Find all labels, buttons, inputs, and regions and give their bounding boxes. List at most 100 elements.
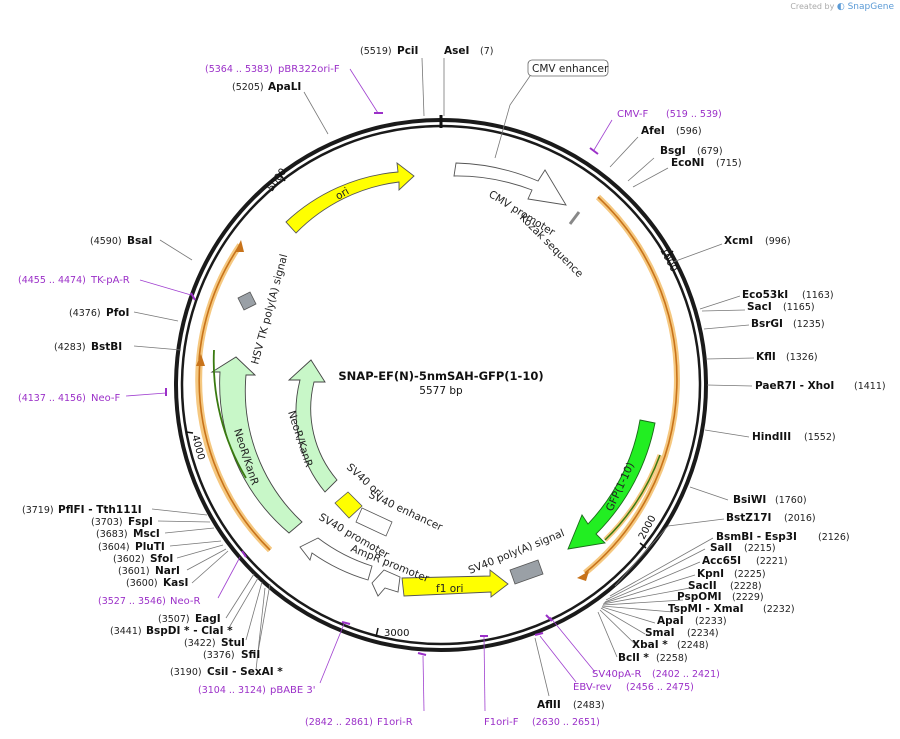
primer-pos-tk-pa-r: (4455 .. 4474) bbox=[18, 275, 86, 286]
f1-ori-feature[interactable]: f1 ori bbox=[401, 569, 509, 598]
hsv-tk-feature[interactable]: HSV TK poly(A) signal bbox=[237, 253, 290, 366]
enzyme-bstz17i: BstZ17I bbox=[726, 512, 771, 524]
primer-pos-neo-r: (3527 .. 3546) bbox=[98, 596, 166, 607]
enzyme-pos-xhoi: (1411) bbox=[854, 381, 886, 392]
enzyme-xcmi: XcmI bbox=[724, 235, 753, 247]
enzyme-kpni: KpnI bbox=[697, 568, 724, 580]
primer-tk-pa-r: TK-pA-R bbox=[90, 275, 130, 286]
primer-pos-neo-f: (4137 .. 4156) bbox=[18, 393, 86, 404]
enzyme-pos-pspomi: (2229) bbox=[732, 592, 764, 603]
sv40-enhancer-box[interactable] bbox=[355, 507, 393, 537]
plasmid-name: SNAP-EF(N)-5nmSAH-GFP(1-10) bbox=[338, 369, 543, 383]
enzyme-pos-asei: (7) bbox=[480, 46, 493, 57]
enzyme-pfoi: PfoI bbox=[106, 307, 129, 319]
ori-label: ori bbox=[334, 185, 352, 202]
primer-cmv-f: CMV-F bbox=[617, 109, 648, 120]
orf-left-green bbox=[212, 349, 247, 479]
sv40-ori-box[interactable] bbox=[334, 491, 363, 519]
cmv-promoter-arrow[interactable] bbox=[453, 162, 567, 206]
sv40-polya-feature[interactable]: SV40 poly(A) signal bbox=[467, 527, 567, 585]
primer-pos-pbabe3: (3104 .. 3124) bbox=[198, 685, 266, 696]
enzyme-pos-apai: (2233) bbox=[695, 616, 727, 627]
enzyme-pos-hindiii: (1552) bbox=[804, 432, 836, 443]
enzyme-sacii: SacII bbox=[688, 580, 717, 592]
primer-pos-f1ori-f: (2630 .. 2651) bbox=[532, 717, 600, 728]
enzyme-pos-afei: (596) bbox=[676, 126, 702, 137]
enzyme-pos-econi: (715) bbox=[716, 158, 742, 169]
enzyme-pos-sexai: (3190) bbox=[170, 667, 202, 678]
gfp-arrow[interactable] bbox=[567, 419, 656, 550]
enzyme-pos-pcii: (5519) bbox=[360, 46, 392, 57]
tick-5000: 5000 bbox=[265, 167, 289, 194]
enzyme-acc65i: Acc65I bbox=[702, 555, 741, 567]
enzyme-apali: ApaLI bbox=[268, 81, 301, 93]
enzyme-pluti: PluTI bbox=[135, 541, 165, 553]
enzyme-pos-acc65i: (2221) bbox=[756, 556, 788, 567]
enzyme-bcli: BclI * bbox=[618, 652, 649, 664]
enzyme-pos-msci: (3683) bbox=[96, 529, 128, 540]
f1-ori-label: f1 ori bbox=[436, 583, 463, 595]
enzyme-pos-aflii: (2483) bbox=[573, 700, 605, 711]
enzyme-bsiwi: BsiWI bbox=[733, 494, 766, 506]
enzyme-msci: MscI bbox=[133, 528, 160, 540]
enzyme-bsmbi: BsmBI - Esp3I bbox=[716, 531, 797, 543]
sv40-promoter-arrow[interactable] bbox=[299, 537, 373, 581]
enzyme-pos-bsrgi: (1235) bbox=[793, 319, 825, 330]
kozak-mark bbox=[568, 211, 581, 225]
enzyme-pos-saci: (1165) bbox=[783, 302, 815, 313]
enzyme-xhoi: PaeR7I - XhoI bbox=[755, 380, 834, 392]
neor-inner-feature[interactable]: NeoR/KanR bbox=[285, 359, 338, 493]
primer-neo-r: Neo-R bbox=[170, 596, 201, 607]
enzyme-stui: StuI bbox=[221, 637, 245, 649]
ori-feature[interactable]: ori bbox=[285, 162, 415, 234]
primer-pos-ebv-rev: (2456 .. 2475) bbox=[626, 682, 694, 693]
enzyme-pspomi: PspOMI bbox=[677, 591, 722, 603]
plasmid-size: 5577 bp bbox=[419, 385, 463, 397]
primer-pos-f1ori-r: (2842 .. 2861) bbox=[305, 717, 373, 728]
enzyme-pos-bstbi: (4283) bbox=[54, 342, 86, 353]
primer-neo-f: Neo-F bbox=[91, 393, 121, 404]
enzyme-sexai: CsiI - SexAI * bbox=[207, 666, 283, 678]
enzyme-pcii: PciI bbox=[397, 45, 418, 57]
enzyme-pos-xmai: (2232) bbox=[763, 604, 795, 615]
branding-name: SnapGene bbox=[847, 2, 894, 12]
enzyme-fspi: FspI bbox=[128, 516, 153, 528]
primer-leaders bbox=[125, 68, 613, 712]
enzyme-sfii: SfiI bbox=[241, 649, 260, 661]
tick-3000: 3000 bbox=[384, 628, 409, 639]
enzyme-pos-pfoi: (4376) bbox=[69, 308, 101, 319]
enzyme-pos-smai: (2234) bbox=[687, 628, 719, 639]
enzyme-pos-sfoi: (3602) bbox=[113, 554, 145, 565]
enzyme-xmai: TspMI - XmaI bbox=[668, 603, 744, 615]
enzyme-aflii: AflII bbox=[537, 699, 561, 711]
primer-pbr322ori-f: pBR322ori-F bbox=[278, 64, 340, 75]
enzyme-pos-bsgi: (679) bbox=[697, 146, 723, 157]
primer-sv40pa-r: SV40pA-R bbox=[592, 669, 641, 680]
enzyme-pos-xcmi: (996) bbox=[765, 236, 791, 247]
enzyme-afei: AfeI bbox=[641, 125, 665, 137]
branding-prefix: Created by bbox=[790, 2, 835, 11]
enzyme-pos-bsmbi: (2126) bbox=[818, 532, 850, 543]
neor-outer-feature[interactable]: NeoR/KanR bbox=[210, 356, 303, 534]
enzyme-eagi: EagI bbox=[195, 613, 221, 625]
enzyme-pos-fspi: (3703) bbox=[91, 517, 123, 528]
cmv-enhancer-callout[interactable]: CMV enhancer bbox=[494, 59, 609, 159]
branding: Created by ◐ SnapGene bbox=[790, 2, 894, 12]
tick-2000: 2000 bbox=[637, 514, 659, 542]
primer-labels: (5364 .. 5383) pBR322ori-F CMV-F (519 ..… bbox=[18, 64, 722, 728]
enzyme-kfli: KflI bbox=[756, 351, 776, 363]
primer-ebv-rev: EBV-rev bbox=[573, 682, 612, 693]
enzyme-pos-kpni: (2225) bbox=[734, 569, 766, 580]
enzyme-sali: SalI bbox=[710, 542, 732, 554]
enzyme-pos-kasi: (3600) bbox=[126, 578, 158, 589]
enzyme-pos-sacii: (2228) bbox=[730, 581, 762, 592]
primer-pos-cmv-f: (519 .. 539) bbox=[666, 109, 722, 120]
enzyme-eco53ki: Eco53kI bbox=[742, 289, 788, 301]
primer-pbabe3: pBABE 3' bbox=[270, 685, 316, 696]
enzyme-tth111i: PflFI - Tth111I bbox=[58, 504, 142, 516]
primer-f1ori-f: F1ori-F bbox=[484, 717, 519, 728]
enzyme-pos-bcli: (2258) bbox=[656, 653, 688, 664]
enzyme-xbai: XbaI * bbox=[632, 639, 668, 651]
enzyme-nari: NarI bbox=[155, 565, 180, 577]
enzyme-pos-bsiwi: (1760) bbox=[775, 495, 807, 506]
